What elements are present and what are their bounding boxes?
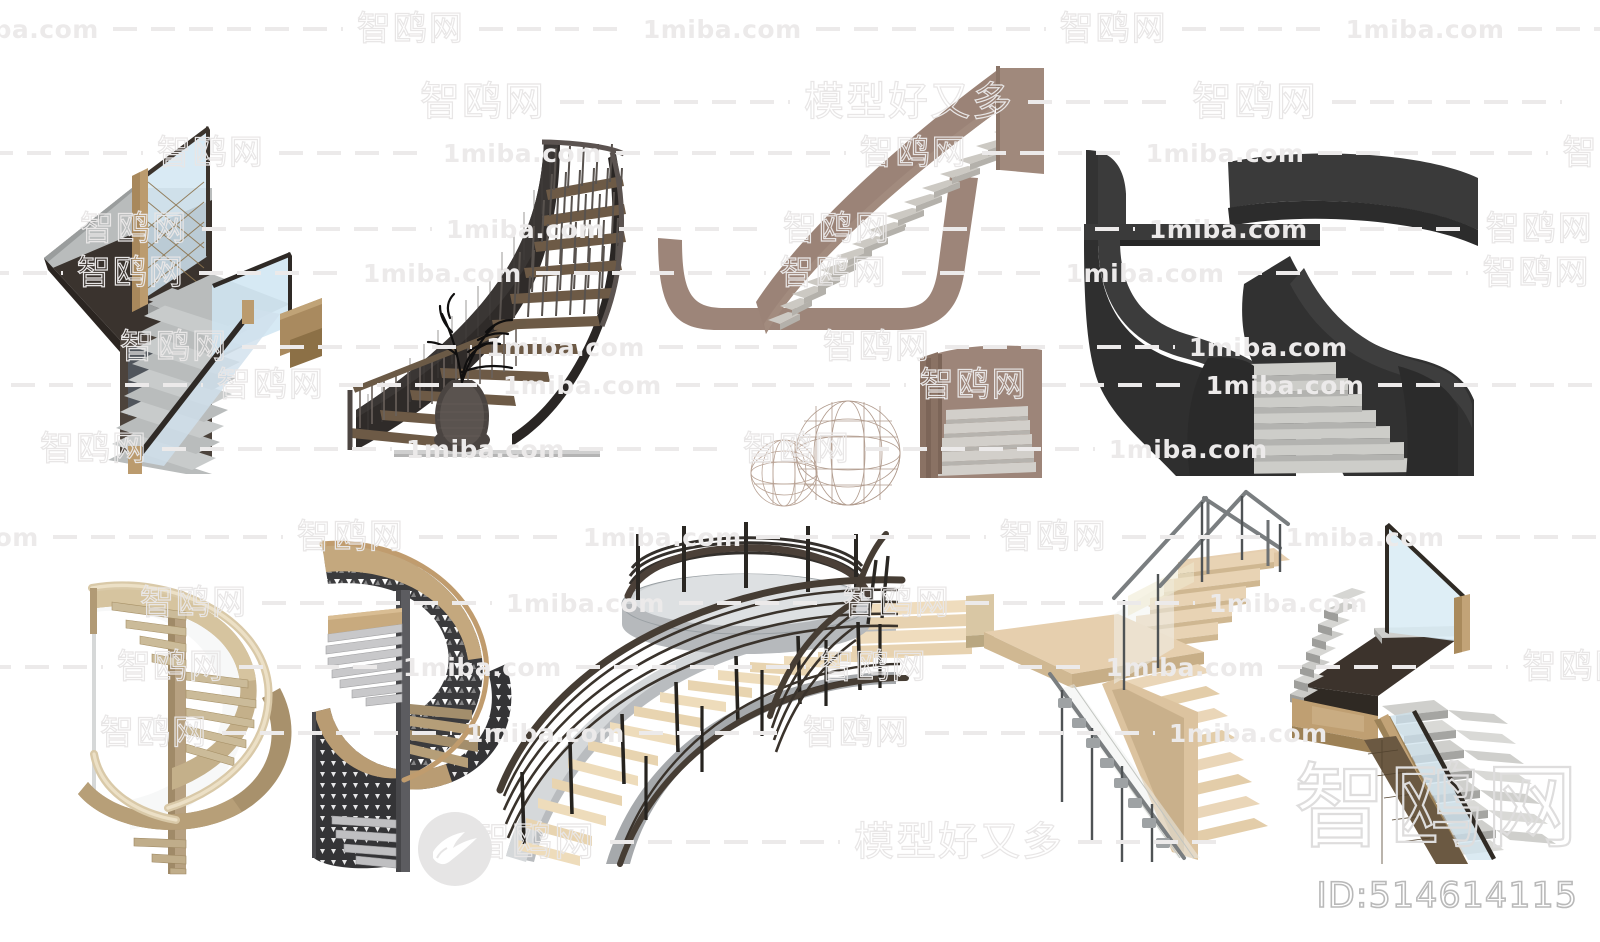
watermark-latin: 1miba.com	[0, 14, 99, 44]
model-black-sculptural-stair[interactable]	[1058, 136, 1478, 476]
model-stone-glass-stair-right[interactable]	[1256, 486, 1556, 866]
model-curved-wood-landing-stair[interactable]	[496, 484, 996, 867]
model-wood-glass-ustair[interactable]	[962, 462, 1292, 862]
model-dark-curved-stair[interactable]	[336, 128, 652, 464]
brand-bird-logo-icon	[418, 812, 492, 886]
model-stone-glass-stair[interactable]	[36, 108, 336, 474]
model-perforated-spiral-stair[interactable]	[296, 516, 526, 872]
watermark-corner-brand: 智鸥网	[1293, 754, 1582, 861]
watermark-cn: 智鸥网	[356, 9, 465, 49]
model-taupe-curved-stair[interactable]	[648, 58, 1048, 507]
model-tan-spiral-stair[interactable]	[56, 494, 306, 875]
watermark-dash	[112, 27, 343, 31]
bird-glyph-icon	[433, 832, 477, 865]
model-id-label: ID:514614115	[1316, 876, 1578, 916]
